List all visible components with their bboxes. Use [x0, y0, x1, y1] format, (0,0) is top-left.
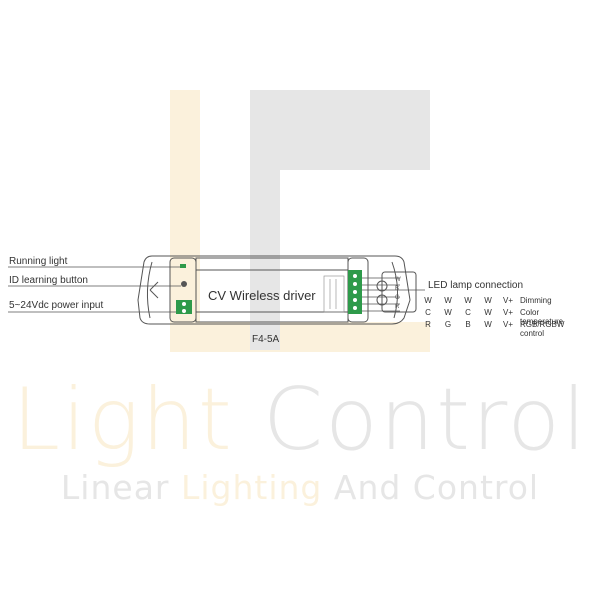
device-title: CV Wireless driver [208, 288, 316, 303]
led-lamp-connection-label: LED lamp connection [428, 280, 524, 291]
running-light-label: Running light [9, 256, 68, 267]
power-terminal-screw-1 [182, 302, 186, 306]
output-terminal-screw-4 [353, 298, 357, 302]
watermark-title: Light Control [0, 370, 600, 470]
connector-pin-label: G [395, 295, 400, 301]
output-terminal-screw-1 [353, 274, 357, 278]
terminal-label-block [323, 275, 345, 313]
wiring-function: Color temperature [520, 308, 564, 326]
watermark-title-control: Control [263, 370, 588, 470]
wiring-cell: C [465, 308, 471, 317]
wiring-cell: C [425, 308, 431, 317]
connector-pin-label: W [395, 277, 401, 283]
wiring-cell: W [484, 308, 492, 317]
right-connector-circle-bottom [376, 294, 388, 306]
wiring-cell: B [465, 320, 471, 329]
wiring-cell: G [444, 320, 452, 329]
power-input-label: 5~24Vdc power input [9, 300, 104, 311]
left-clip [149, 281, 159, 299]
watermark-logo-cream-base [170, 322, 430, 352]
watermark-subtitle: Linear Lighting And Control [0, 468, 600, 507]
wiring-cell: W [444, 308, 452, 317]
id-learning-button[interactable] [181, 281, 187, 287]
wiring-cell: W [464, 296, 472, 305]
connector-pin-label: R [395, 304, 400, 310]
wiring-cell: V+ [502, 308, 513, 317]
wiring-cell: V+ [502, 296, 513, 305]
output-terminal-screw-2 [353, 282, 357, 286]
running-light-led [180, 264, 186, 268]
watermark-subtitle-lighting: Lighting [180, 468, 323, 507]
wiring-cell: R [425, 320, 431, 329]
watermark-subtitle-linear: Linear [60, 468, 181, 507]
power-input-terminal [176, 300, 192, 314]
watermark-title-light: Light [12, 370, 234, 470]
model-label: F4-5A [252, 334, 280, 345]
output-terminal-screw-3 [353, 290, 357, 294]
wiring-cell: W [484, 296, 492, 305]
watermark-logo-gray-top [250, 90, 430, 170]
power-terminal-screw-2 [182, 309, 186, 313]
output-terminal-screw-5 [353, 306, 357, 310]
watermark-subtitle-and-control: And Control [322, 468, 540, 507]
connector-pin-label: B [395, 286, 399, 292]
wiring-cell: W [484, 320, 492, 329]
housing-left-end [146, 261, 153, 319]
wiring-cell: V+ [502, 320, 513, 329]
right-connector-housing [381, 271, 417, 313]
wiring-cell: W [424, 296, 432, 305]
right-connector-circle-top [376, 280, 388, 292]
wiring-cell: W [444, 296, 452, 305]
housing-outline [137, 255, 411, 325]
wiring-function: RGB/RGBW control [520, 320, 565, 338]
wiring-function: Dimming [520, 296, 552, 305]
id-learning-button-label: ID learning button [9, 275, 88, 286]
